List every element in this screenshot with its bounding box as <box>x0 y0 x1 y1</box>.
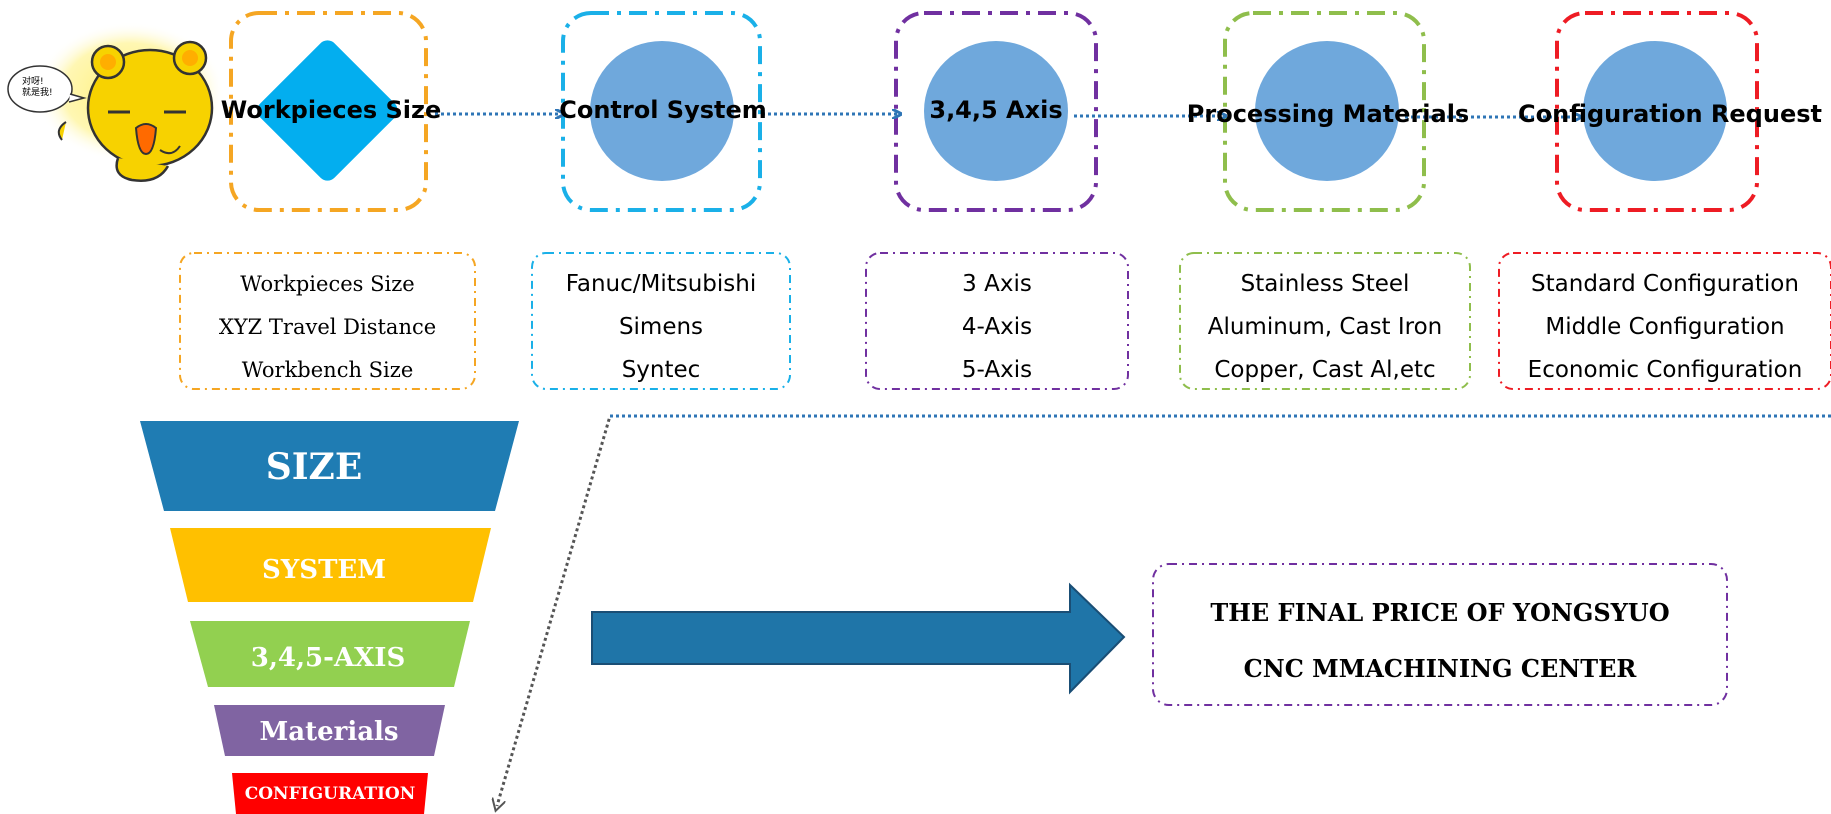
circle-shape <box>1583 41 1727 181</box>
speech-bubble-text: 对呀! 就是我! <box>22 77 53 99</box>
options-box-system <box>531 252 791 390</box>
funnel-label-system: SYSTEM <box>261 555 387 585</box>
options-box-configuration <box>1498 252 1831 390</box>
options-list-axis: 3 Axis 4-Axis 5-Axis <box>866 263 1128 392</box>
step-label-size: Workpieces Size <box>220 96 442 124</box>
funnel-label-size: SIZE <box>265 446 363 488</box>
step-connectors <box>435 114 1580 117</box>
circle-shape <box>924 41 1068 181</box>
options-list-system: Fanuc/Mitsubishi Simens Syntec <box>532 263 790 392</box>
diamond-shape <box>257 40 398 181</box>
process-step-materials <box>1223 11 1426 212</box>
circle-shape <box>590 41 734 181</box>
funnel-label-axis: 3,4,5-AXIS <box>250 643 406 673</box>
process-step-configuration <box>1555 11 1759 212</box>
options-box-size <box>179 252 476 390</box>
option-item: 5-Axis <box>961 357 1033 383</box>
option-item: 3 Axis <box>962 271 1032 297</box>
step-label-axis: 3,4,5 Axis <box>929 96 1063 124</box>
funnel-level-system <box>170 528 491 602</box>
speech-bubble <box>7 65 87 113</box>
option-item: Workpieces Size <box>240 272 415 296</box>
options-list-materials: Stainless Steel Aluminum, Cast Iron Copp… <box>1180 263 1470 392</box>
funnel-level-materials <box>214 705 445 756</box>
bubble-line-2: 就是我! <box>22 88 53 98</box>
options-box-axis <box>865 252 1129 390</box>
option-item: Middle Configuration <box>1545 314 1785 340</box>
final-line-1: THE FINAL PRICE OF YONGSYUO <box>1210 598 1670 627</box>
option-item: Copper, Cast Al,etc <box>1214 357 1436 383</box>
step-label-materials: Processing Materials <box>1186 100 1470 128</box>
circle-shape <box>1255 41 1399 181</box>
step-label-configuration: Configuration Request <box>1518 100 1822 128</box>
bubble-line-1: 对呀! <box>22 77 44 87</box>
funnel-level-size <box>140 421 519 511</box>
process-step-axis <box>894 11 1098 212</box>
step-label-system: Control System <box>559 96 767 124</box>
final-price-text: THE FINAL PRICE OF YONGSYUO CNC MMACHINI… <box>1153 585 1727 697</box>
option-item: 4-Axis <box>961 314 1033 340</box>
option-item: Economic Configuration <box>1527 357 1803 383</box>
option-item: Syntec <box>621 357 701 383</box>
funnel-level-configuration <box>232 773 428 814</box>
options-box-materials <box>1179 252 1471 390</box>
option-item: Workbench Size <box>241 358 414 382</box>
mascot-icon <box>35 22 225 182</box>
big-right-arrow <box>591 582 1126 695</box>
option-item: XYZ Travel Distance <box>218 315 437 339</box>
process-step-size <box>229 11 428 212</box>
option-item: Standard Configuration <box>1531 271 1799 297</box>
funnel-level-axis <box>190 621 470 687</box>
option-item: Simens <box>618 314 704 340</box>
final-line-2: CNC MMACHINING CENTER <box>1243 654 1637 683</box>
final-price-box <box>1152 563 1728 706</box>
options-list-size: Workpieces Size XYZ Travel Distance Work… <box>180 263 475 392</box>
option-item: Aluminum, Cast Iron <box>1207 314 1443 340</box>
option-item: Fanuc/Mitsubishi <box>565 271 757 297</box>
funnel-label-materials: Materials <box>259 717 399 747</box>
option-item: Stainless Steel <box>1240 271 1410 297</box>
options-list-configuration: Standard Configuration Middle Configurat… <box>1499 263 1831 392</box>
funnel-label-configuration: CONFIGURATION <box>244 784 416 804</box>
